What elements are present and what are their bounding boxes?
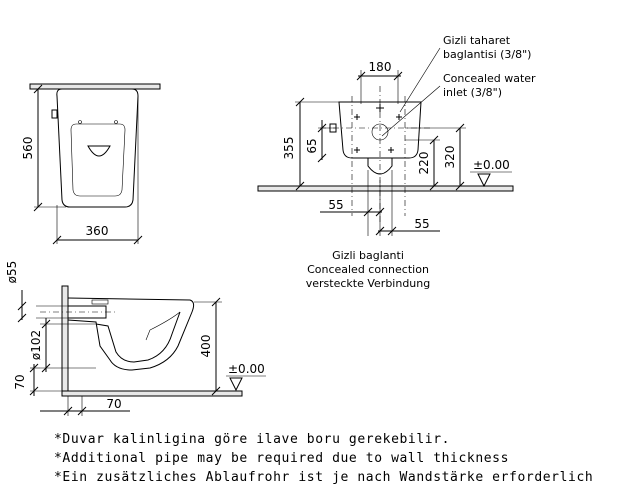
note-english: *Additional pipe may be required due to … — [54, 451, 510, 466]
note-turkish: *Duvar kalinligina göre ilave boru gerek… — [54, 432, 451, 447]
front-width-dim: 360 — [86, 224, 109, 238]
rear-floor-plate — [257, 185, 514, 192]
side-dim-400: 400 — [199, 335, 213, 358]
rear-level-marker — [477, 173, 491, 188]
rear-dim-55-left: 55 — [328, 198, 343, 212]
rear-dim-320: 320 — [443, 146, 457, 169]
front-view: 560 360 — [21, 83, 161, 245]
front-outlet-arc — [87, 145, 111, 157]
connection-label-line-3: versteckte Verbindung — [306, 277, 431, 290]
rear-dim-220: 220 — [417, 152, 431, 175]
side-bowl-inner — [95, 311, 181, 363]
front-side-fitting — [51, 109, 58, 119]
water-label-line-1: Concealed water — [443, 72, 536, 85]
side-outlet-pipe — [67, 305, 107, 319]
rear-dim-65: 65 — [305, 138, 319, 153]
rear-dim-355: 355 — [282, 137, 296, 160]
front-wall-plate — [29, 83, 161, 90]
side-floor-plate — [61, 390, 243, 397]
side-view: ø55 ø102 70 400 ±0.00 70 — [5, 261, 266, 416]
side-level-marker — [229, 377, 243, 392]
front-seat-inner — [70, 123, 126, 197]
side-wall — [61, 285, 69, 397]
side-bowl-outline — [67, 297, 195, 371]
connection-label-line-1: Gizli baglanti — [332, 249, 404, 262]
front-height-dim: 560 — [21, 137, 35, 160]
water-label-line-2: inlet (3/8") — [443, 86, 502, 99]
rear-dim-55-right: 55 — [414, 217, 429, 231]
rear-dim-180: 180 — [369, 60, 392, 74]
side-dim-d55: ø55 — [5, 261, 19, 284]
bidet-label-line-1: Gizli taharet — [443, 34, 511, 47]
rear-level: ±0.00 — [473, 158, 510, 172]
side-dim-70-height: 70 — [13, 374, 27, 389]
rear-body-outline — [338, 101, 422, 159]
note-german: *Ein zusätzliches Ablaufrohr ist je nach… — [54, 470, 594, 485]
front-fix-hole-right — [114, 120, 118, 124]
side-dim-70-width: 70 — [106, 397, 121, 411]
front-fix-hole-left — [78, 120, 82, 124]
side-dim-d102: ø102 — [29, 330, 43, 360]
rear-view: 180 355 65 220 320 ±0.00 5 — [257, 34, 536, 290]
front-bowl-outline — [56, 88, 139, 208]
side-level: ±0.00 — [228, 362, 265, 376]
connection-label-line-2: Concealed connection — [307, 263, 429, 276]
bidet-label-line-2: baglantisi (3/8") — [443, 48, 531, 61]
